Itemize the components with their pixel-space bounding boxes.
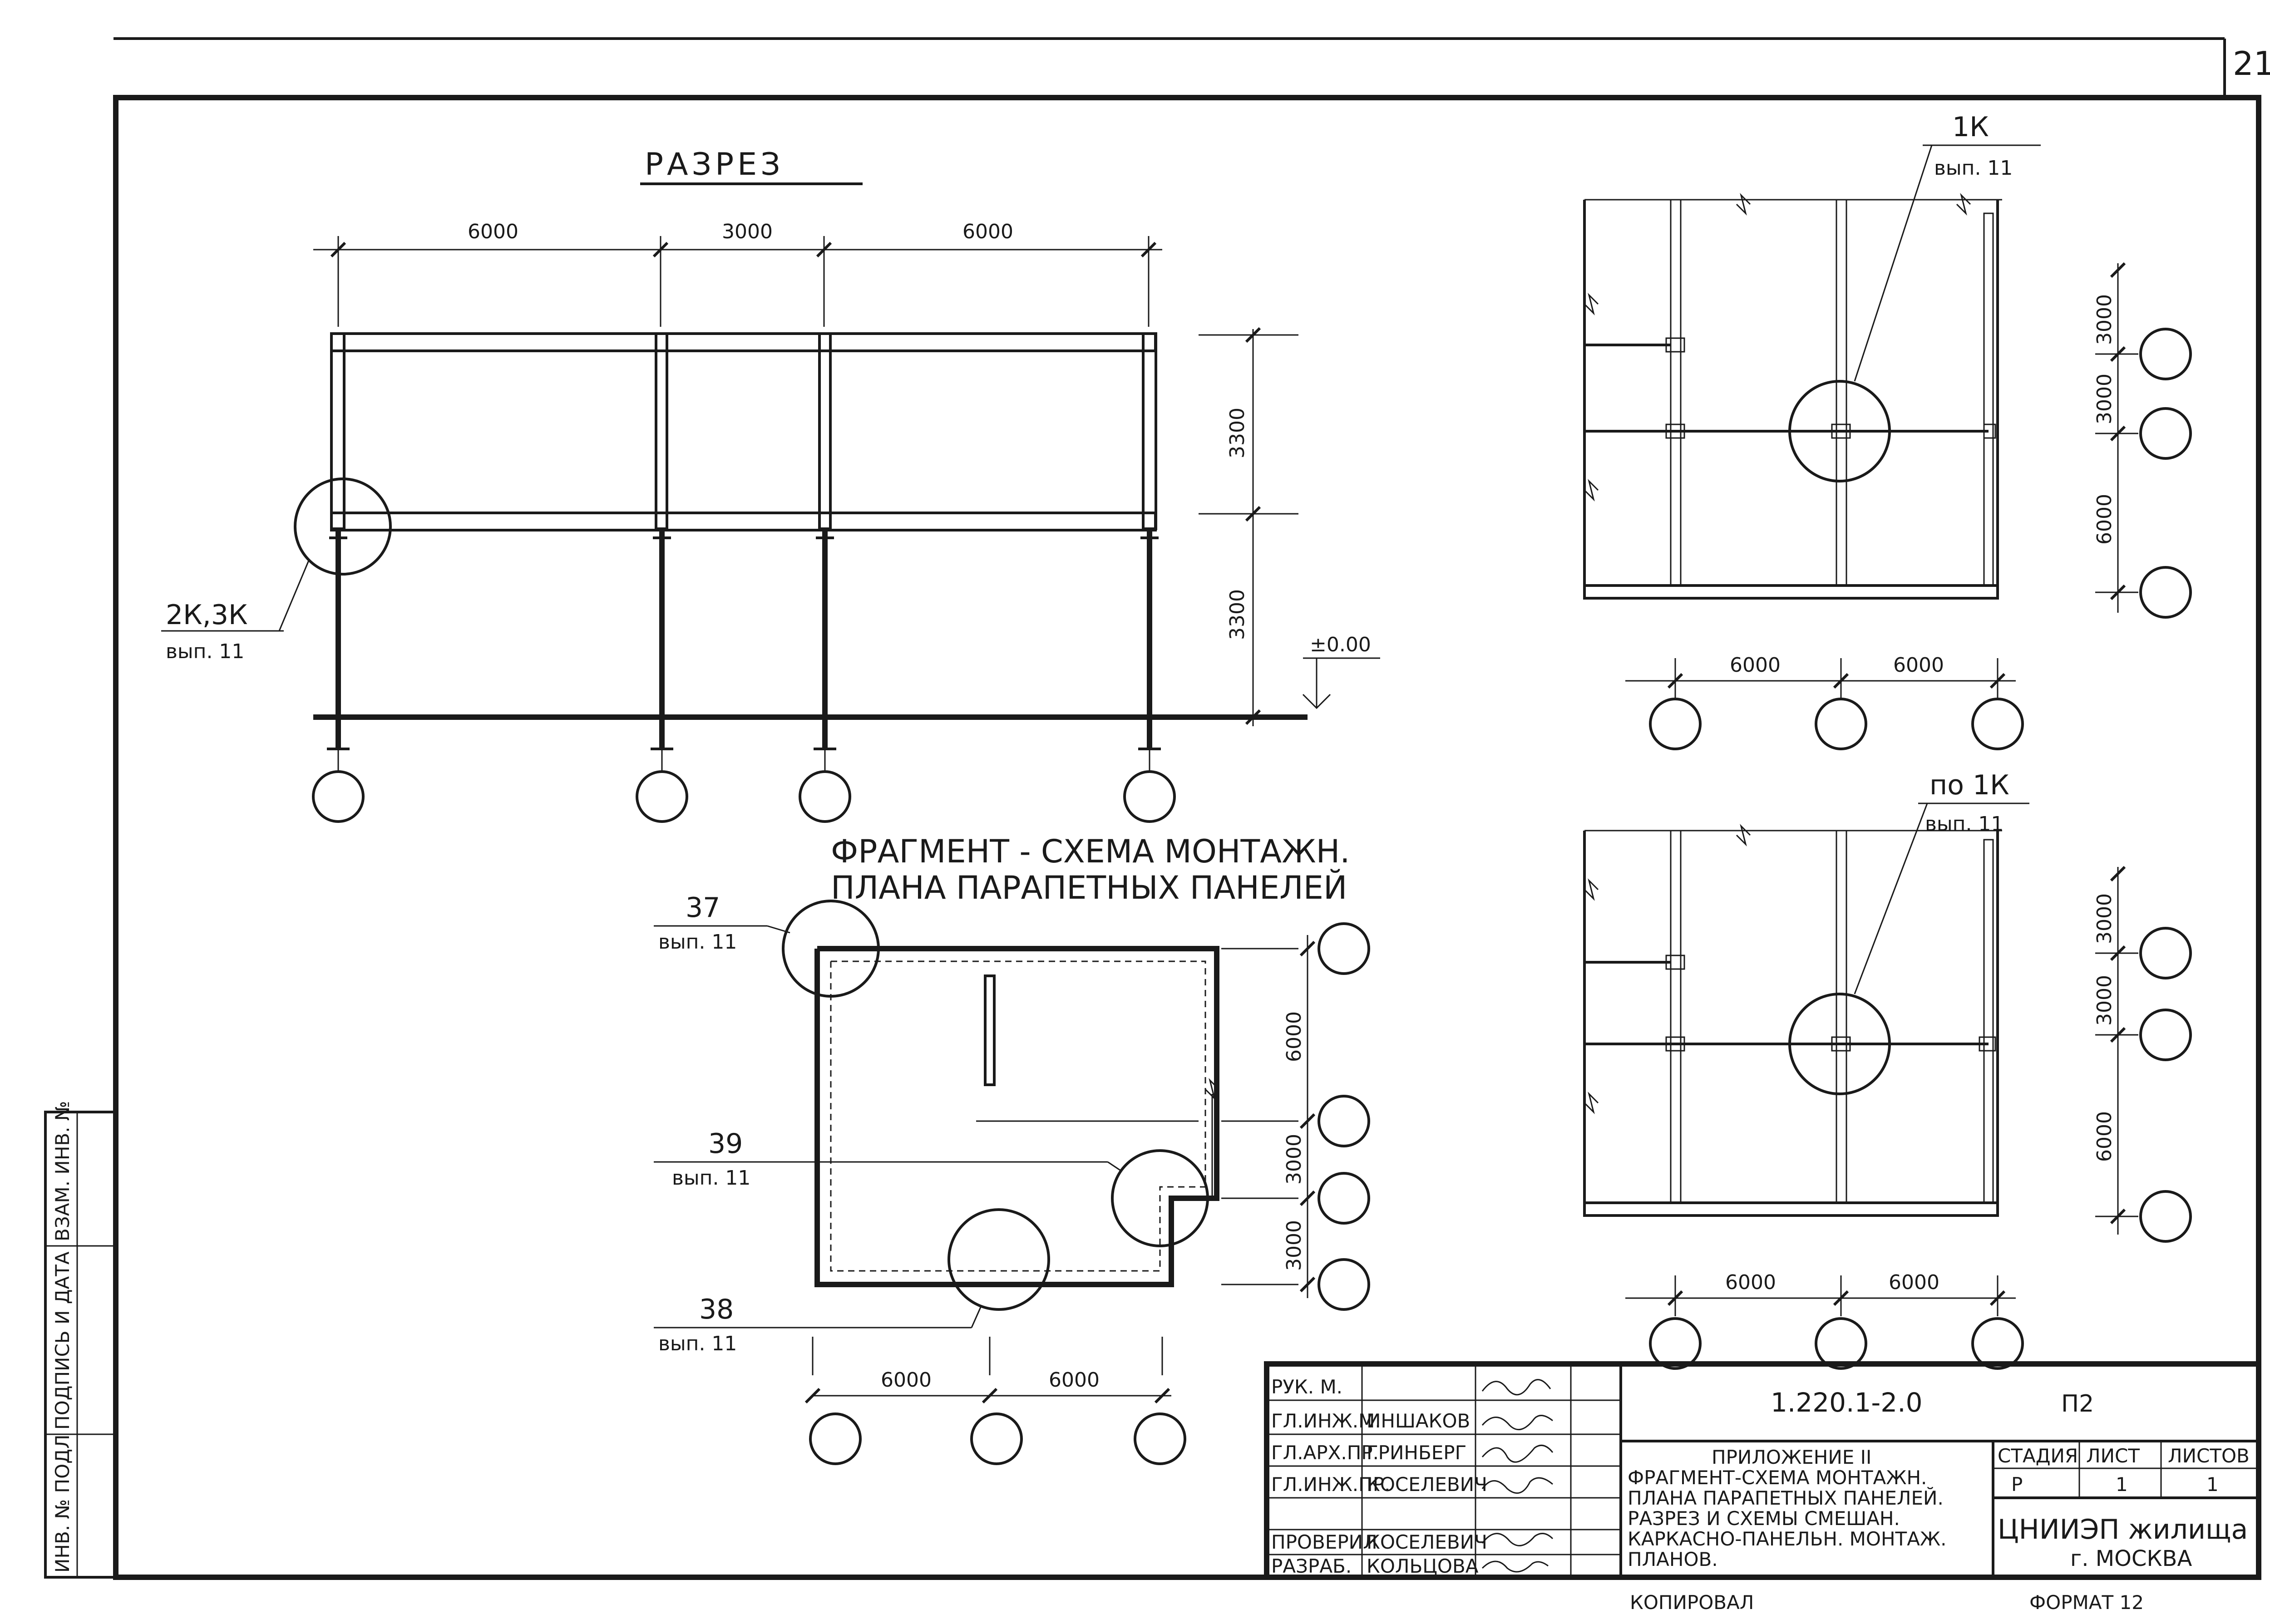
- sheet-frame: 21: [113, 37, 2270, 1580]
- svg-text:вып. 11: вып. 11: [1925, 812, 2004, 836]
- name-2: ИНШАКОВ: [1367, 1410, 1470, 1432]
- svg-text:±0.00: ±0.00: [1310, 633, 1371, 656]
- role-6: РАЗРАБ.: [1271, 1555, 1352, 1577]
- title-block: РУК. М. ГЛ.ИНЖ.М. ИНШАКОВ ГЛ.АРХ.ПР. ГРИ…: [1264, 1361, 2261, 1580]
- section-dim-span-1: 6000: [468, 220, 518, 243]
- plan-bottom-dim-v-1: 3000: [2093, 893, 2116, 944]
- plan-top-dim-h-1: 6000: [1730, 654, 1781, 677]
- footer-copied: КОПИРОВАЛ: [1630, 1591, 1754, 1614]
- callout-po-1k: по 1К вып. 11: [1788, 769, 2029, 1095]
- plan-top: 1К вып. 11 6000 6000 3000 3000 6000: [1583, 111, 2192, 750]
- fragment-title-line-1: ФРАГМЕНТ - СХЕМА МОНТАЖН.: [831, 833, 1350, 870]
- role-1: РУК. М.: [1271, 1376, 1342, 1398]
- svg-text:вып. 11: вып. 11: [1934, 157, 2013, 180]
- name-4: КОСЕЛЕВИЧ: [1367, 1473, 1487, 1496]
- fragment-dim-v-1: 6000: [1283, 1011, 1306, 1062]
- fragment-dim-h-2: 6000: [1049, 1368, 1100, 1392]
- svg-text:вып. 11: вып. 11: [658, 930, 737, 954]
- role-5: ПРОВЕРИЛ: [1271, 1531, 1377, 1553]
- svg-text:38: 38: [699, 1294, 734, 1325]
- name-6: КОЛЬЦОВА: [1367, 1555, 1479, 1577]
- svg-text:39: 39: [708, 1128, 743, 1160]
- section-view: РАЗРЕЗ 6000 3000 6000: [161, 147, 1380, 823]
- sheets-header: ЛИСТОВ: [2168, 1445, 2250, 1467]
- section-dim-span-2: 3000: [722, 220, 773, 243]
- side-stamp-signature-date: ПОДПИСЬ И ДАТА: [51, 1251, 74, 1430]
- level-mark: ±0.00: [1302, 633, 1380, 709]
- svg-text:вып. 11: вып. 11: [166, 640, 244, 663]
- fragment-title-line-2: ПЛАНА ПАРАПЕТНЫХ ПАНЕЛЕЙ: [831, 869, 1347, 906]
- fragment-dim-v-2: 3000: [1283, 1134, 1306, 1185]
- organization-name: ЦНИИЭП жилища: [1998, 1514, 2248, 1545]
- role-4: ГЛ.ИНЖ.ПР.: [1271, 1473, 1390, 1496]
- plan-top-dim-v-2: 3000: [2093, 374, 2116, 424]
- sheet-header: ЛИСТ: [2086, 1445, 2140, 1467]
- stage-value: Р: [2011, 1473, 2023, 1496]
- plan-bottom-dim-h-1: 6000: [1725, 1271, 1776, 1294]
- callout-38: 38 вып. 11: [654, 1208, 1050, 1355]
- organization-city: г. МОСКВА: [2070, 1546, 2192, 1571]
- description-line-5: КАРКАСНО-ПАНЕЛЬН. МОНТАЖ.: [1628, 1528, 1947, 1550]
- section-title: РАЗРЕЗ: [645, 147, 784, 182]
- stage-header: СТАДИЯ: [1998, 1445, 2078, 1467]
- section-dim-span-3: 6000: [962, 220, 1013, 243]
- plan-bottom-dim-v-2: 3000: [2093, 975, 2116, 1026]
- name-5: КОСЕЛЕВИЧ: [1367, 1531, 1487, 1553]
- sheet-mark: П2: [2061, 1390, 2094, 1417]
- description-line-1: ПРИЛОЖЕНИЕ II: [1712, 1446, 1871, 1468]
- side-stamp-inv-no: ИНВ. № ПОДЛ: [51, 1434, 74, 1573]
- footer-format: ФОРМАТ 12: [2029, 1591, 2144, 1614]
- signatures: [1481, 1379, 1554, 1573]
- side-stamp: ИНВ. № ПОДЛ ПОДПИСЬ И ДАТА ВЗАМ. ИНВ. №: [44, 1101, 117, 1579]
- fragment-dim-h-1: 6000: [881, 1368, 932, 1392]
- section-dim-height-2: 3300: [1226, 589, 1249, 640]
- page-number: 21: [2233, 44, 2270, 83]
- plan-top-dim-h-2: 6000: [1893, 654, 1944, 677]
- plan-top-dim-v-1: 3000: [2093, 294, 2116, 345]
- callout-1k: 1К вып. 11: [1788, 111, 2041, 482]
- side-stamp-replacement-no: ВЗАМ. ИНВ. №: [51, 1101, 74, 1241]
- role-3: ГЛ.АРХ.ПР.: [1271, 1442, 1379, 1464]
- description-line-4: РАЗРЕЗ И СХЕМЫ СМЕШАН.: [1628, 1507, 1900, 1530]
- callout-2k-3k: 2К,3К вып. 11: [161, 477, 392, 663]
- plan-bottom-dim-v-3: 6000: [2093, 1111, 2116, 1162]
- callout-39: 39 вып. 11: [654, 1128, 1209, 1247]
- sheets-value: 1: [2206, 1473, 2219, 1496]
- svg-text:вып. 11: вып. 11: [672, 1166, 750, 1190]
- fragment-plan: ФРАГМЕНТ - СХЕМА МОНТАЖН. ПЛАНА ПАРАПЕТН…: [654, 833, 1370, 1465]
- svg-text:1К: 1К: [1952, 111, 1989, 143]
- plan-bottom-dim-h-2: 6000: [1889, 1271, 1939, 1294]
- svg-text:по 1К: по 1К: [1930, 769, 2009, 801]
- svg-text:2К,3К: 2К,3К: [166, 599, 248, 631]
- description-line-3: ПЛАНА ПАРАПЕТНЫХ ПАНЕЛЕЙ.: [1628, 1486, 1944, 1509]
- plan-top-dim-v-3: 6000: [2093, 494, 2116, 545]
- fragment-dim-v-3: 3000: [1283, 1220, 1306, 1271]
- description-line-6: ПЛАНОВ.: [1628, 1548, 1718, 1570]
- name-3: ГРИНБЕРГ: [1367, 1442, 1466, 1464]
- role-2: ГЛ.ИНЖ.М.: [1271, 1410, 1381, 1432]
- svg-text:вып. 11: вып. 11: [658, 1332, 737, 1355]
- section-dim-height-1: 3300: [1226, 408, 1249, 458]
- svg-text:37: 37: [686, 892, 720, 924]
- callout-37: 37 вып. 11: [654, 892, 880, 998]
- description-line-2: ФРАГМЕНТ-СХЕМА МОНТАЖН.: [1628, 1467, 1927, 1489]
- document-code: 1.220.1-2.0: [1771, 1387, 1923, 1418]
- plan-bottom: по 1К вып. 11 6000 6000 3000 3000 6000: [1583, 769, 2192, 1370]
- sheet-value: 1: [2116, 1473, 2128, 1496]
